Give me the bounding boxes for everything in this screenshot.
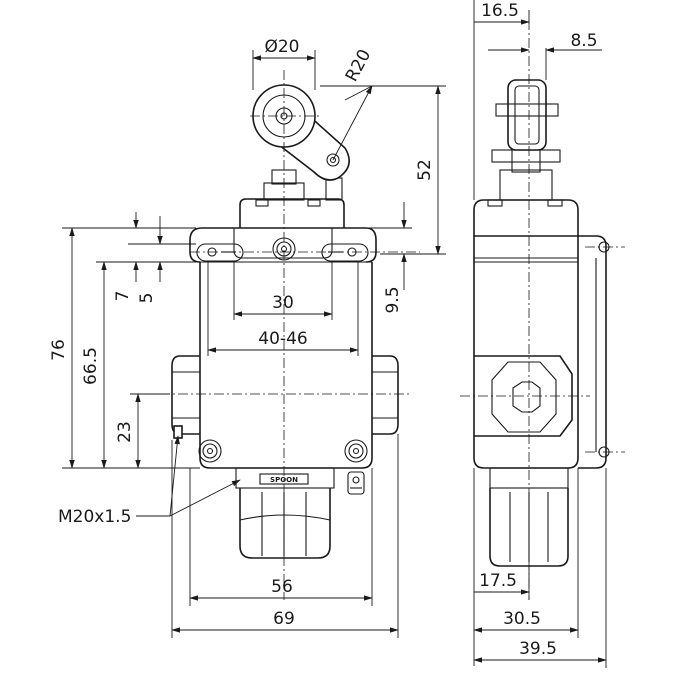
side-view [460,20,625,600]
dim-m20: M20x1.5 [58,507,131,527]
dim-66-5: 66.5 [81,347,101,385]
left-side-gland [171,355,200,439]
dim-39-5: 39.5 [519,639,557,659]
dim-16-5: 16.5 [481,1,519,21]
dim-17-5: 17.5 [479,571,517,591]
actuator-base [239,198,345,228]
dim-30-5: 30.5 [503,609,541,629]
dim-23: 23 [115,421,135,443]
dim-5: 5 [137,293,157,304]
dim-52: 52 [415,159,435,181]
right-side-gland [372,355,399,435]
dim-r20: R20 [342,46,375,85]
side-roller [495,79,559,151]
side-cover [578,235,607,469]
dim-7: 7 [113,291,133,302]
dim-69: 69 [273,609,295,629]
dim-56: 56 [271,577,293,597]
dim-30: 30 [272,293,294,313]
bottom-left-screw [198,439,222,463]
side-actuator-base [499,169,553,201]
dim-9-5: 9.5 [383,286,403,313]
front-view: SPOON [160,70,420,600]
left-mounting-slot [196,243,244,262]
front-dimensions: Ø20 R20 52 9.5 7 5 30 40-46 [49,37,446,638]
dim-76: 76 [49,339,69,361]
front-flange [189,227,377,263]
side-dimensions: 16.5 8.5 17.5 30.5 39.5 [473,0,607,668]
dim-8-5: 8.5 [570,31,597,51]
dim-40-46: 40-46 [258,329,307,349]
earth-terminal [347,471,365,495]
side-hex-gland [474,355,573,437]
bottom-right-screw [344,439,368,463]
right-mounting-slot [321,243,369,262]
dim-d20: Ø20 [264,37,299,57]
bottom-cable-gland: SPOON [235,467,335,559]
